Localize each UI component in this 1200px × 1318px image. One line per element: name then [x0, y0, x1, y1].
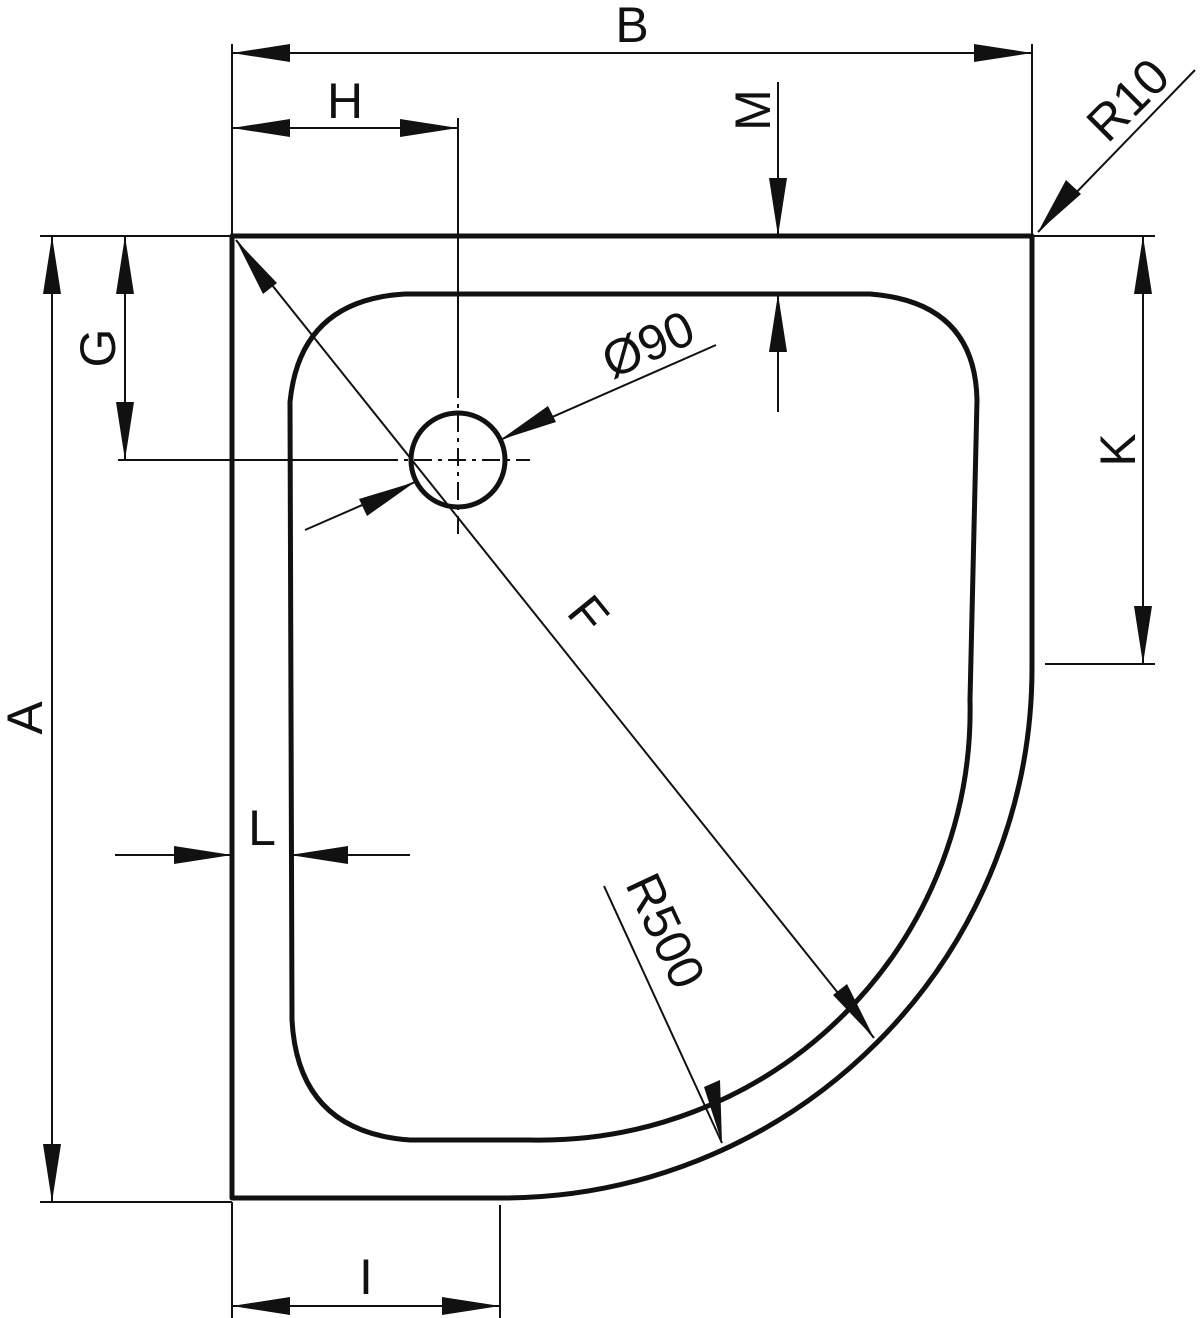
label-r10: R10 — [1076, 48, 1180, 152]
label-i: I — [359, 1249, 373, 1305]
label-k: K — [1090, 433, 1146, 466]
label-a: A — [0, 701, 53, 735]
dimension-l — [115, 846, 410, 864]
dimension-m — [769, 82, 787, 412]
label-b: B — [615, 0, 648, 53]
dimension-g — [116, 236, 134, 460]
dimension-r500 — [603, 885, 723, 1144]
dimension-b — [232, 44, 1032, 62]
label-l: L — [248, 800, 276, 856]
dimension-k — [1134, 236, 1152, 664]
label-m: M — [725, 89, 781, 131]
label-g: G — [70, 329, 126, 368]
dimension-h — [232, 119, 458, 137]
tray-inner-basin — [287, 291, 980, 1143]
extension-lines — [40, 44, 1155, 1318]
dimension-diameter-90 — [304, 344, 717, 531]
dimension-r10 — [1037, 69, 1196, 233]
tray-outer-outline — [229, 233, 1035, 1201]
dimension-f — [235, 239, 875, 1039]
dimension-i — [232, 1297, 500, 1315]
label-h: H — [327, 73, 363, 129]
dimension-a — [43, 236, 61, 1202]
label-r500: R500 — [615, 865, 716, 997]
label-f: F — [557, 585, 620, 644]
